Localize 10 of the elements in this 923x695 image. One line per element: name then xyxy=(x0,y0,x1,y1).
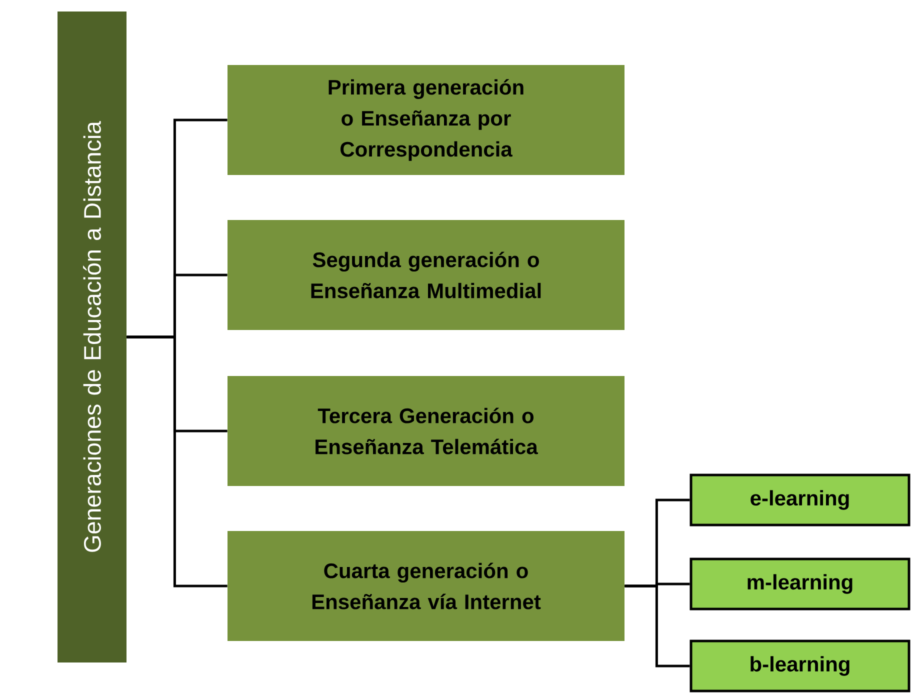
connector-line xyxy=(624,584,690,668)
title-bar: Generaciones de Educación a Distancia xyxy=(58,12,126,662)
generation-box: Tercera Generación o Enseñanza Telemática xyxy=(228,376,624,486)
modality-box: m-learning xyxy=(690,558,910,610)
modality-box: b-learning xyxy=(690,640,910,692)
generation-box: Segunda generación o Enseñanza Multimedial xyxy=(228,220,624,330)
generation-box: Primera generación o Enseñanza por Correspondencia xyxy=(228,65,624,175)
generation-box: Cuarta generación o Enseñanza vía Internet xyxy=(228,531,624,641)
modality-box: e-learning xyxy=(690,474,910,526)
connector-line xyxy=(126,336,228,588)
